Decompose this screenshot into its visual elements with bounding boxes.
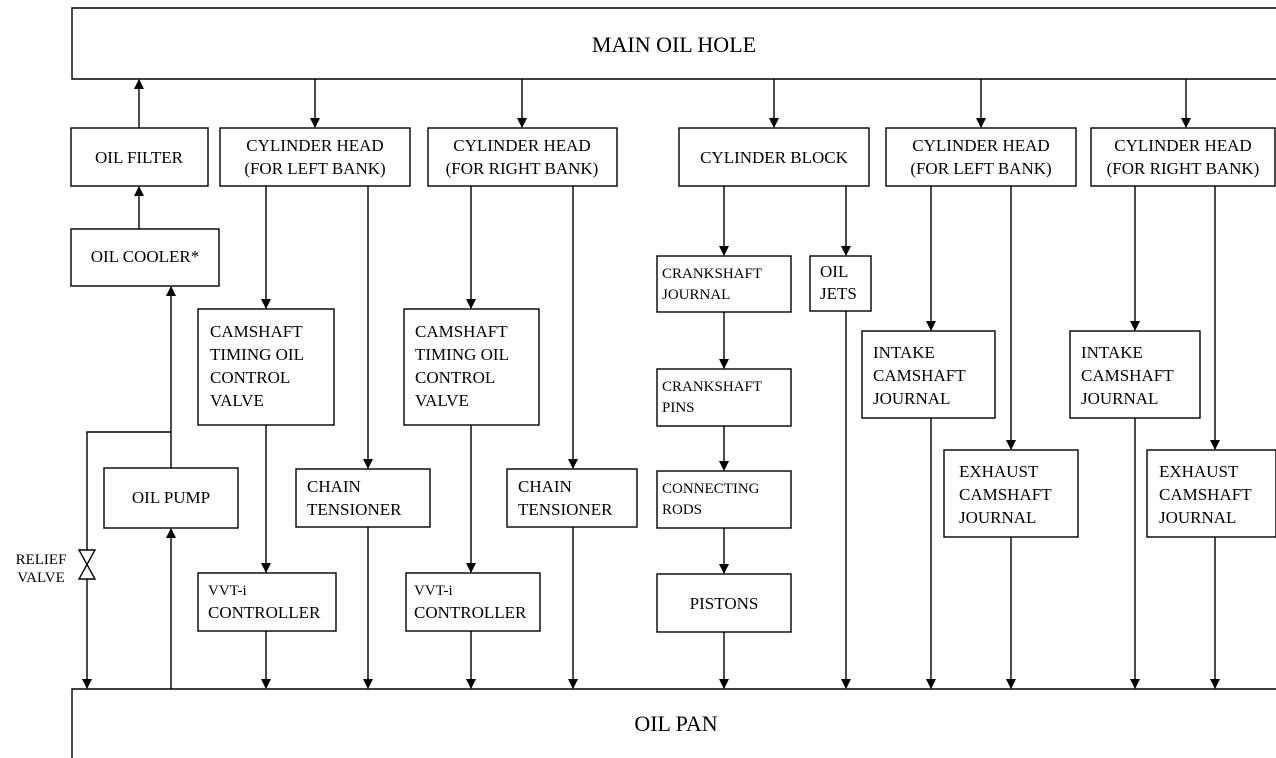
camshaft-ocv-2-line-3: CONTROL xyxy=(415,368,495,387)
camshaft-ocv-2-line-2: TIMING OIL xyxy=(415,345,509,364)
cylinder-head-left-bank-2-box: CYLINDER HEAD (FOR LEFT BANK) xyxy=(885,127,1077,187)
exhaust-cam-line-1: EXHAUST xyxy=(959,462,1039,481)
oil-cooler-label: OIL COOLER* xyxy=(91,247,199,266)
oil-pan-label: OIL PAN xyxy=(634,711,717,736)
cylinder-head-right-line-2: (FOR RIGHT BANK) xyxy=(446,159,599,178)
pistons-label: PISTONS xyxy=(690,594,759,613)
crankshaft-journal-line-2: JOURNAL xyxy=(662,287,730,303)
cylinder-head-left-2-line-2: (FOR LEFT BANK) xyxy=(910,159,1051,178)
intake-cam-2-line-1: INTAKE xyxy=(1081,343,1143,362)
camshaft-ocv-line-2: TIMING OIL xyxy=(210,345,304,364)
exhaust-cam-line-2: CAMSHAFT xyxy=(959,485,1052,504)
intake-cam-line-2: CAMSHAFT xyxy=(873,366,966,385)
oil-pump-label: OIL PUMP xyxy=(132,488,210,507)
chain-tensioner-2-box: CHAIN TENSIONER xyxy=(506,468,638,528)
cylinder-block-box: CYLINDER BLOCK xyxy=(678,127,870,187)
chain-tensioner-box: CHAIN TENSIONER xyxy=(295,468,431,528)
chain-tensioner-line-2: TENSIONER xyxy=(307,500,402,519)
pistons-box: PISTONS xyxy=(656,573,792,633)
oil-jets-box: OIL JETS xyxy=(809,255,872,312)
intake-camshaft-journal-2-box: INTAKE CAMSHAFT JOURNAL xyxy=(1069,330,1201,419)
main-oil-hole-bar: MAIN OIL HOLE xyxy=(71,7,1276,80)
relief-branch-line xyxy=(86,431,171,550)
cylinder-block-label: CYLINDER BLOCK xyxy=(700,148,849,167)
crankshaft-pins-box: CRANKSHAFT PINS xyxy=(656,368,792,427)
exhaust-cam-line-3: JOURNAL xyxy=(959,508,1036,527)
camshaft-ocv-line-1: CAMSHAFT xyxy=(210,322,303,341)
crankshaft-journal-line-1: CRANKSHAFT xyxy=(662,266,762,282)
intake-cam-2-line-2: CAMSHAFT xyxy=(1081,366,1174,385)
oil-filter-label: OIL FILTER xyxy=(95,148,184,167)
oil-filter-box: OIL FILTER xyxy=(70,127,209,187)
camshaft-ocv-2-line-1: CAMSHAFT xyxy=(415,322,508,341)
vvti-controller-2-line-2: CONTROLLER xyxy=(414,603,527,622)
oil-pump-box: OIL PUMP xyxy=(103,467,239,529)
vvti-controller-2-box: VVT-i CONTROLLER xyxy=(405,572,541,632)
exhaust-camshaft-journal-box: EXHAUST CAMSHAFT JOURNAL xyxy=(943,449,1079,538)
cylinder-head-right-line-1: CYLINDER HEAD xyxy=(453,136,590,155)
intake-camshaft-journal-box: INTAKE CAMSHAFT JOURNAL xyxy=(861,330,996,419)
main-oil-hole-label: MAIN OIL HOLE xyxy=(592,32,756,57)
relief-valve-symbol xyxy=(77,549,97,580)
exhaust-cam-2-line-1: EXHAUST xyxy=(1159,462,1239,481)
intake-cam-2-line-3: JOURNAL xyxy=(1081,389,1158,408)
relief-valve-line-2: VALVE xyxy=(17,570,65,586)
crankshaft-pins-line-2: PINS xyxy=(662,400,695,416)
exhaust-camshaft-journal-2-box: EXHAUST CAMSHAFT JOURNAL xyxy=(1146,449,1276,538)
vvti-controller-box: VVT-i CONTROLLER xyxy=(197,572,337,632)
oil-jets-line-2: JETS xyxy=(820,284,857,303)
vvti-controller-2-line-1: VVT-i xyxy=(414,583,453,599)
relief-valve-label: RELIEF VALVE xyxy=(16,552,67,586)
camshaft-ocv-2-line-4: VALVE xyxy=(415,391,469,410)
vvti-controller-line-2: CONTROLLER xyxy=(208,603,321,622)
cylinder-head-right-bank-2-box: CYLINDER HEAD (FOR RIGHT BANK) xyxy=(1090,127,1276,187)
crankshaft-journal-box: CRANKSHAFT JOURNAL xyxy=(656,255,792,313)
camshaft-timing-ocv-box: CAMSHAFT TIMING OIL CONTROL VALVE xyxy=(197,308,335,426)
camshaft-ocv-line-4: VALVE xyxy=(210,391,264,410)
camshaft-ocv-line-3: CONTROL xyxy=(210,368,290,387)
relief-valve-line-1: RELIEF xyxy=(16,552,67,568)
cylinder-head-right-2-line-2: (FOR RIGHT BANK) xyxy=(1107,159,1260,178)
cylinder-head-left-line-1: CYLINDER HEAD xyxy=(246,136,383,155)
vvti-controller-line-1: VVT-i xyxy=(208,583,247,599)
chain-tensioner-2-line-2: TENSIONER xyxy=(518,500,613,519)
connecting-rods-box: CONNECTING RODS xyxy=(656,470,792,529)
exhaust-cam-2-line-2: CAMSHAFT xyxy=(1159,485,1252,504)
cylinder-head-left-2-line-1: CYLINDER HEAD xyxy=(912,136,1049,155)
flow-connectors xyxy=(82,79,1220,689)
camshaft-timing-ocv-2-box: CAMSHAFT TIMING OIL CONTROL VALVE xyxy=(403,308,540,426)
cylinder-head-right-2-line-1: CYLINDER HEAD xyxy=(1114,136,1251,155)
chain-tensioner-2-line-1: CHAIN xyxy=(518,477,572,496)
intake-cam-line-3: JOURNAL xyxy=(873,389,950,408)
connecting-rods-line-1: CONNECTING xyxy=(662,481,760,497)
chain-tensioner-line-1: CHAIN xyxy=(307,477,361,496)
oil-pan-bar: OIL PAN xyxy=(71,688,1276,758)
crankshaft-pins-line-1: CRANKSHAFT xyxy=(662,379,762,395)
connecting-rods-line-2: RODS xyxy=(662,502,702,518)
cylinder-head-left-line-2: (FOR LEFT BANK) xyxy=(244,159,385,178)
oil-cooler-box: OIL COOLER* xyxy=(70,228,220,287)
intake-cam-line-1: INTAKE xyxy=(873,343,935,362)
exhaust-cam-2-line-3: JOURNAL xyxy=(1159,508,1236,527)
cylinder-head-left-bank-box: CYLINDER HEAD (FOR LEFT BANK) xyxy=(219,127,411,187)
cylinder-head-right-bank-box: CYLINDER HEAD (FOR RIGHT BANK) xyxy=(427,127,618,187)
oil-jets-line-1: OIL xyxy=(820,262,848,281)
